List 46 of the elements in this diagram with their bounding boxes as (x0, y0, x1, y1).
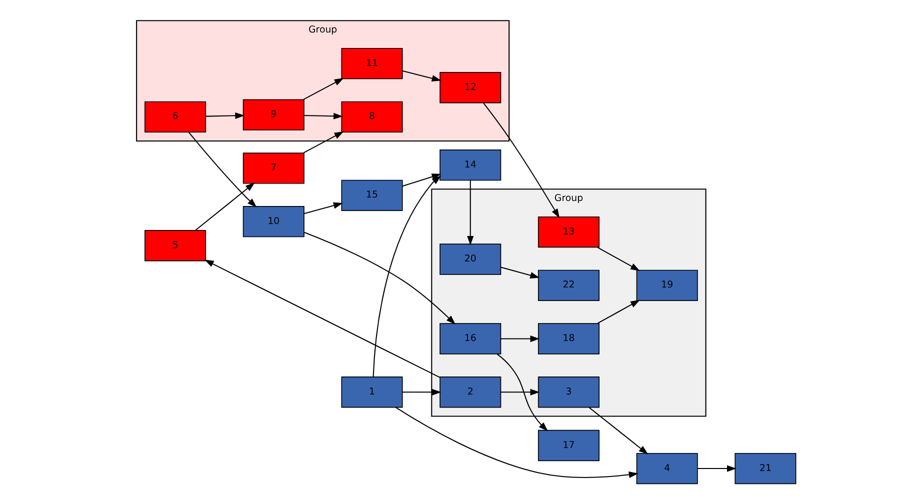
node-box: 18 (537, 323, 599, 354)
node-box: 20 (439, 244, 501, 275)
arrow (697, 465, 736, 472)
node-box: 5 (144, 230, 206, 262)
arrow (466, 180, 474, 246)
node-box: 10 (242, 206, 304, 238)
arrow (302, 78, 344, 100)
arrow (496, 354, 548, 432)
arrow (188, 132, 256, 208)
node-box: 6 (144, 101, 206, 133)
node-box: 2 (439, 376, 501, 408)
node-box: 17 (537, 430, 599, 462)
node-box: 12 (439, 72, 501, 104)
node-box: 7 (242, 152, 304, 184)
arrow (500, 335, 540, 342)
node-box: 21 (734, 452, 796, 484)
node-box: 22 (537, 270, 599, 301)
arrow (500, 388, 540, 396)
node-box: 14 (439, 149, 501, 181)
arrow (302, 131, 344, 154)
node-box: 4 (636, 452, 698, 484)
arrow (402, 70, 441, 82)
arrow (394, 406, 638, 478)
node-box: 16 (439, 323, 501, 354)
node-box: 11 (340, 48, 402, 80)
arrow (303, 202, 342, 214)
node-box: 1 (340, 376, 402, 408)
arrow (205, 112, 244, 119)
node-box: 13 (537, 216, 599, 248)
node-box: 3 (537, 376, 599, 408)
arrow (372, 176, 441, 377)
arrow (588, 407, 648, 454)
arrow (204, 260, 440, 378)
arrow (596, 300, 640, 324)
arrow (194, 182, 254, 231)
node-box: 9 (242, 99, 304, 130)
arrow (304, 112, 342, 120)
arrow (596, 247, 640, 271)
arrow (402, 174, 441, 187)
node-box: 15 (340, 180, 402, 211)
node-box: 19 (636, 270, 698, 301)
node-box: 8 (340, 101, 402, 133)
arrow (304, 232, 456, 325)
arrow (500, 266, 540, 278)
arrow (482, 102, 560, 218)
arrow (402, 388, 441, 396)
